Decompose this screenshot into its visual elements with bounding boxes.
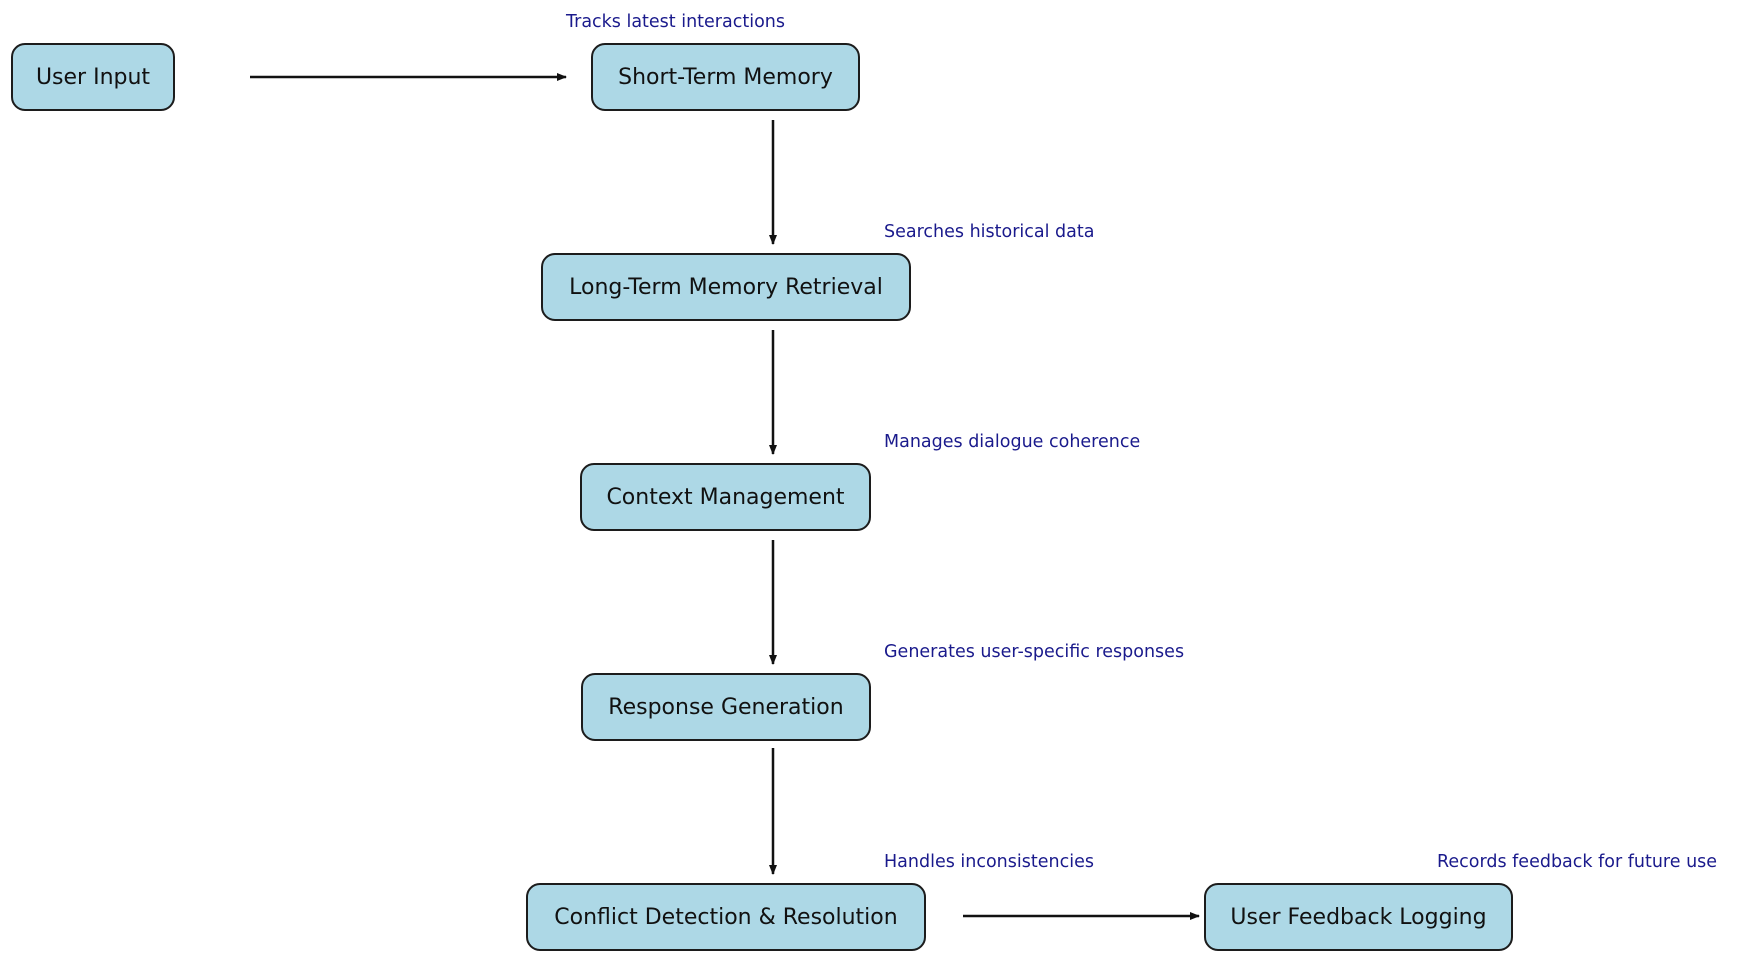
node-user-input: User Input — [11, 43, 175, 111]
node-long-term-memory-retrieval: Long-Term Memory Retrieval — [541, 253, 911, 321]
annotation-user-feedback-logging: Records feedback for future use — [1437, 852, 1718, 872]
node-conflict-detection-resolution: Conflict Detection & Resolution — [526, 883, 926, 951]
node-response-generation: Response Generation — [581, 673, 871, 741]
node-user-input-label: User Input — [35, 64, 151, 90]
annotation-response-generation: Generates user-specific responses — [884, 642, 1185, 662]
node-context-management: Context Management — [580, 463, 871, 531]
annotation-context-management: Manages dialogue coherence — [884, 432, 1141, 452]
annotation-short-term-memory: Tracks latest interactions — [566, 12, 785, 32]
node-context-management-label: Context Management — [606, 484, 845, 510]
node-user-feedback-logging-label: User Feedback Logging — [1230, 904, 1487, 930]
node-short-term-memory: Short-Term Memory — [591, 43, 860, 111]
node-response-generation-label: Response Generation — [608, 694, 844, 720]
node-long-term-memory-retrieval-label: Long-Term Memory Retrieval — [569, 274, 883, 300]
annotation-long-term-memory-retrieval: Searches historical data — [884, 222, 1095, 242]
node-conflict-detection-resolution-label: Conflict Detection & Resolution — [554, 904, 898, 930]
node-user-feedback-logging: User Feedback Logging — [1204, 883, 1513, 951]
annotation-conflict-detection-resolution: Handles inconsistencies — [884, 852, 1094, 872]
node-short-term-memory-label: Short-Term Memory — [618, 64, 833, 90]
